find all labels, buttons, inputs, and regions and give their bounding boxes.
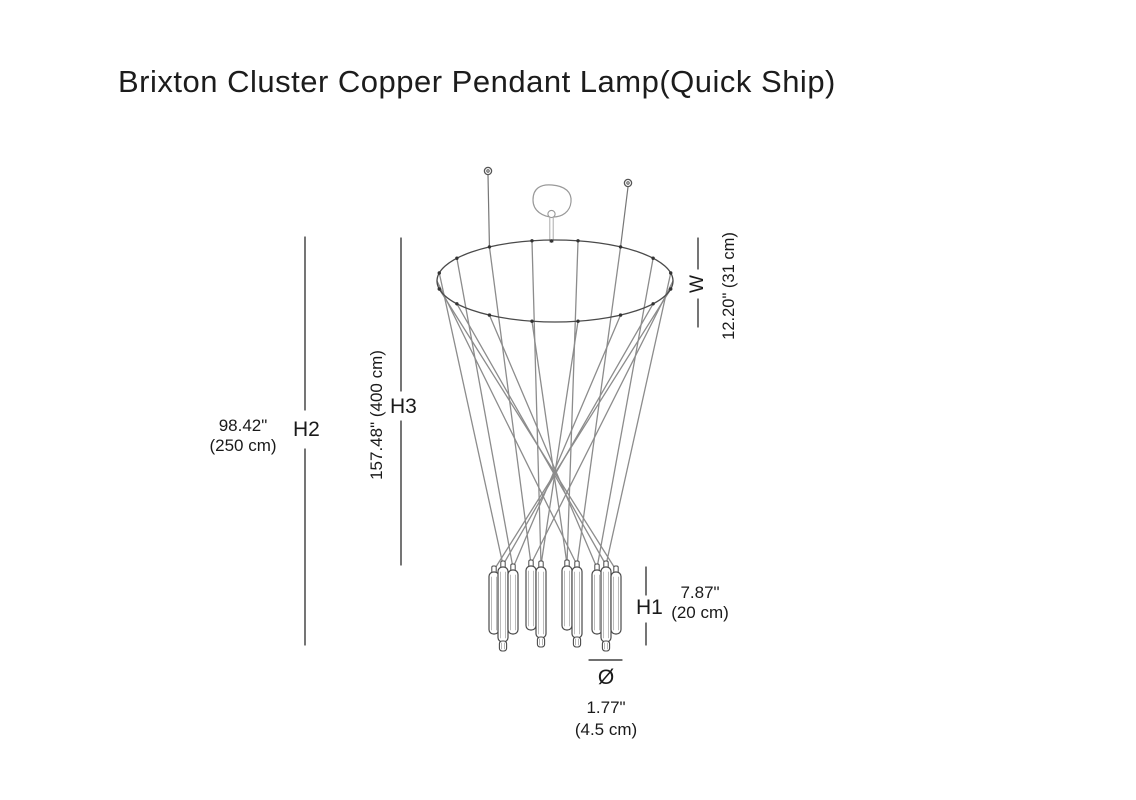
h2-cm: (250 cm): [209, 436, 277, 455]
rim-joint-dot: [669, 287, 673, 291]
ceiling-hook-eyelet: [626, 181, 630, 185]
rim-joint-dot: [530, 319, 534, 323]
tube-end-cap: [572, 636, 582, 648]
h1-cm: (20 cm): [671, 603, 729, 622]
lattice-rod: [502, 303, 654, 566]
h3-dimension-value: 157.48" (400 cm): [367, 350, 386, 480]
diameter-dimension-value: 1.77" (4.5 cm): [546, 697, 666, 741]
lattice-rod: [456, 257, 514, 569]
page-title: Brixton Cluster Copper Pendant Lamp(Quic…: [118, 64, 836, 99]
lamp-tube: [600, 566, 612, 643]
lamp-tube: [535, 566, 547, 639]
ceiling-hook-eyelet: [483, 166, 493, 176]
ceiling-canopy: [532, 184, 572, 218]
h1-dimension-value: 7.87" (20 cm): [655, 583, 745, 623]
h2-dimension-label: H2: [293, 418, 320, 441]
h3-dimension-label: H3: [390, 395, 417, 418]
diameter-inches: 1.77": [586, 698, 626, 717]
lattice-rod: [438, 272, 504, 566]
lattice-rod: [596, 257, 654, 569]
rim-joint-dot: [455, 302, 459, 306]
rim-joint-dot: [576, 239, 580, 243]
lamp-tube: [571, 566, 583, 639]
rim-joint-dot: [487, 245, 492, 249]
lattice-rod: [488, 314, 598, 569]
h2-inches: 98.42": [218, 416, 268, 435]
w-dimension-value: 12.20" (31 cm): [720, 232, 738, 340]
tube-end-cap: [601, 640, 611, 652]
rim-joint-dot: [651, 302, 655, 306]
lamp-tube: [610, 571, 622, 635]
rim-joint-dot: [576, 319, 580, 323]
lattice-rod: [605, 272, 672, 566]
rim-joint-dot: [530, 239, 534, 243]
rim-joint-dot: [549, 239, 554, 243]
lattice-rod: [493, 288, 672, 571]
rim-joint-dot: [669, 271, 673, 275]
rim-joint-dot: [455, 256, 459, 260]
lattice-rod: [540, 320, 579, 566]
suspension-wire: [619, 186, 629, 248]
rim-joint-dot: [618, 245, 623, 249]
rim-joint-dot: [437, 287, 441, 291]
h1-inches: 7.87": [680, 583, 720, 602]
ceiling-hook-eyelet: [623, 178, 633, 188]
lattice-rod: [531, 320, 568, 565]
h1-dimension-label: H1: [636, 596, 663, 619]
tube-end-cap: [536, 636, 546, 648]
lattice-rod: [566, 240, 579, 565]
rim-joint-dot: [487, 313, 492, 317]
lamp-tube: [497, 566, 509, 643]
lamp-tube: [561, 565, 573, 631]
h2-dimension-value: 98.42" (250 cm): [185, 416, 301, 456]
lattice-rod: [512, 314, 622, 569]
lattice-rod: [530, 280, 674, 565]
lattice-rod: [576, 246, 622, 566]
rim-joint-dot: [651, 256, 655, 260]
tube-end-cap: [498, 640, 508, 652]
lattice-rod: [436, 280, 578, 566]
lattice-rod: [531, 240, 542, 566]
lamp-rim: [436, 239, 674, 323]
suspension-wire: [487, 174, 491, 248]
ceiling-hook-eyelet: [486, 169, 490, 173]
lamp-tube: [507, 569, 519, 635]
lattice-rod: [488, 246, 532, 565]
canopy-ball: [547, 209, 556, 219]
diameter-cm: (4.5 cm): [574, 720, 638, 739]
diameter-symbol: Ø: [597, 666, 615, 689]
w-dimension-label: W: [687, 275, 708, 293]
rim-joint-dot: [437, 271, 441, 275]
rim-joint-dot: [618, 313, 623, 317]
lattice-rod: [438, 288, 617, 571]
lamp-tube: [525, 565, 537, 631]
